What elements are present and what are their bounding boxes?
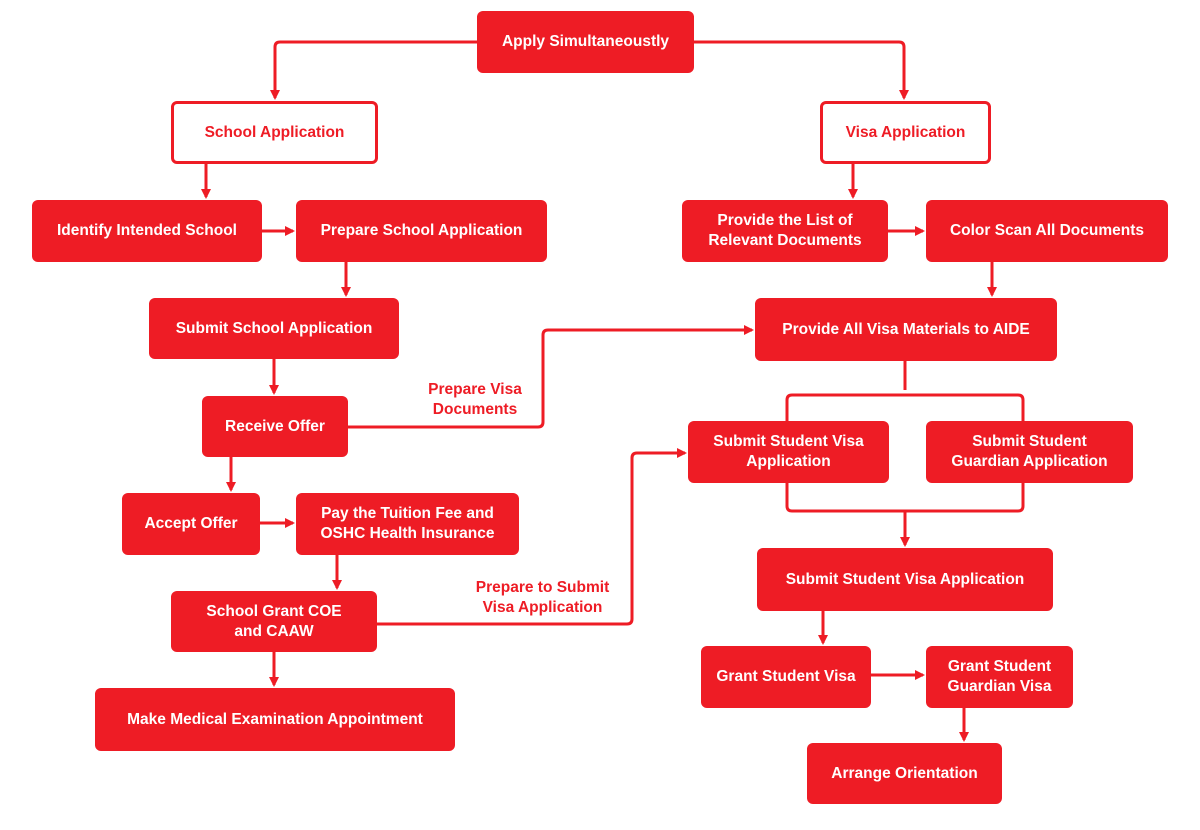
receive-offer-node: Receive Offer xyxy=(202,396,348,457)
provide-document-list-node: Provide the List of Relevant Documents xyxy=(682,200,888,262)
prepare-submit-visa-label: Prepare to Submit Visa Application xyxy=(475,579,610,616)
edge-apply-to-school xyxy=(270,40,477,100)
pay-tuition-node: Pay the Tuition Fee and OSHC Health Insu… xyxy=(296,493,519,555)
visa-application-node: Visa Application xyxy=(820,101,991,164)
school-application-node: School Application xyxy=(171,101,378,164)
edge-receive-to-materials xyxy=(348,325,754,429)
submit-student-visa-final-node: Submit Student Visa Application xyxy=(757,548,1053,611)
school-grant-coe-node: School Grant COE and CAAW xyxy=(171,591,377,652)
prepare-school-application-node: Prepare School Application xyxy=(296,200,547,262)
arrange-orientation-node: Arrange Orientation xyxy=(807,743,1002,804)
edge-apply-to-visa xyxy=(694,40,909,100)
submit-student-visa-node: Submit Student Visa Application xyxy=(688,421,889,483)
medical-examination-node: Make Medical Examination Appointment xyxy=(95,688,455,751)
accept-offer-node: Accept Offer xyxy=(122,493,260,555)
provide-visa-materials-node: Provide All Visa Materials to AIDE xyxy=(755,298,1057,361)
grant-guardian-visa-node: Grant Student Guardian Visa xyxy=(926,646,1073,708)
apply-simultaneously-node: Apply Simultaneoustly xyxy=(477,11,694,73)
edge-bracket-top xyxy=(785,393,1025,421)
edge-grant-to-student-visa xyxy=(377,448,687,626)
identify-intended-school-node: Identify Intended School xyxy=(32,200,262,262)
submit-guardian-application-node: Submit Student Guardian Application xyxy=(926,421,1133,483)
edge-bracket-bottom xyxy=(785,483,1025,513)
prepare-visa-documents-label: Prepare Visa Documents xyxy=(428,381,522,418)
submit-school-application-node: Submit School Application xyxy=(149,298,399,359)
color-scan-documents-node: Color Scan All Documents xyxy=(926,200,1168,262)
grant-student-visa-node: Grant Student Visa xyxy=(701,646,871,708)
